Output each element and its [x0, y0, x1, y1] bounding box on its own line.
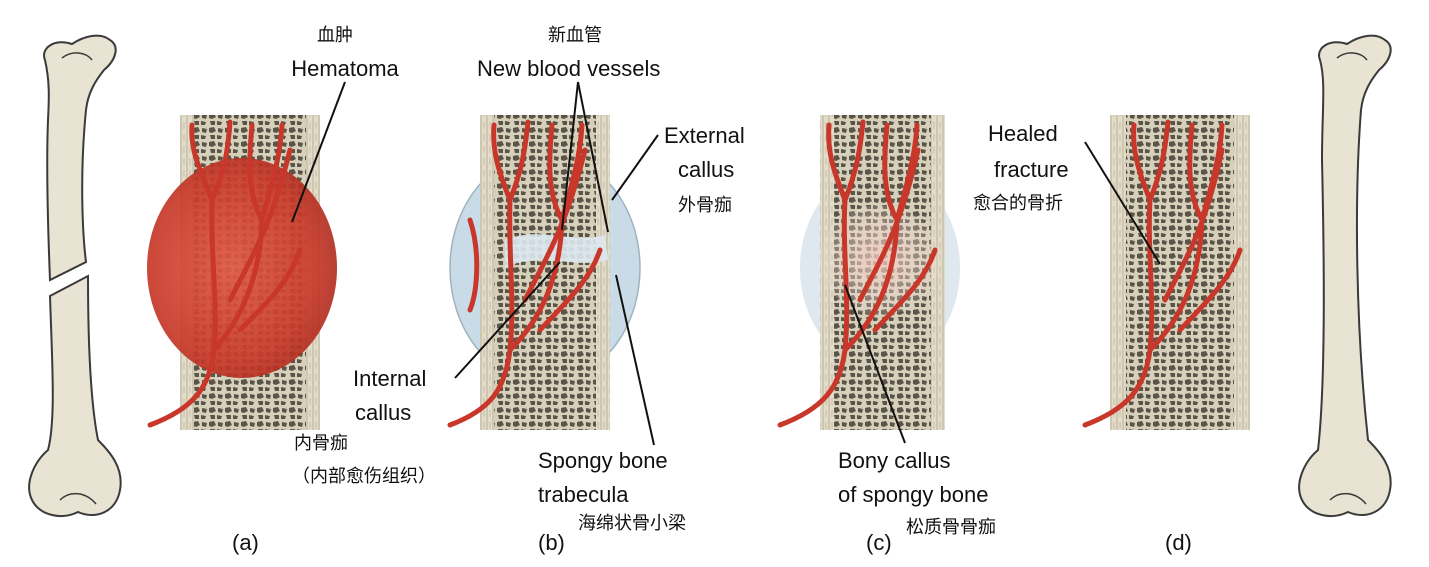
- panel-letter-b: (b): [538, 530, 565, 555]
- hematoma-blob: [147, 158, 337, 378]
- spongy-trabecula-label-2: trabecula: [538, 482, 629, 507]
- healed-fracture-label-1: Healed: [988, 121, 1058, 146]
- panel-d-segment: [1082, 115, 1250, 430]
- new-vessels-label-zh: 新血管: [548, 25, 602, 46]
- panel-letter-a: (a): [232, 530, 259, 555]
- panel-c-segment: [777, 115, 960, 430]
- leader-hematoma: [291, 81, 346, 223]
- hematoma-label-en: Hematoma: [291, 56, 399, 81]
- healed-fracture-label-zh: 愈合的骨折: [973, 193, 1063, 214]
- healed-fracture-label-2: fracture: [994, 157, 1069, 182]
- external-callus-label-2: callus: [678, 157, 735, 182]
- internal-callus-label-zh-1: 内骨痂: [294, 433, 348, 454]
- spongy-trabecula-label-1: Spongy bone: [538, 448, 668, 473]
- internal-callus-label-zh-2: （内部愈伤组织）: [292, 466, 436, 487]
- new-vessels-label-en: New blood vessels: [477, 56, 661, 81]
- bony-callus-label-2: of spongy bone: [838, 482, 989, 507]
- panel-letter-d: (d): [1165, 530, 1192, 555]
- leader-internal: [454, 261, 561, 379]
- leader-bony: [844, 284, 906, 444]
- leader-vessels-1: [561, 81, 579, 231]
- panel-a-segment: [147, 115, 337, 430]
- femur-fractured: [28, 34, 122, 517]
- femur-healed: [1298, 34, 1392, 517]
- leader-healed: [1084, 141, 1161, 265]
- vessels-a: [147, 119, 303, 428]
- leader-lines: [291, 81, 1161, 446]
- vessels-d: [1082, 119, 1243, 428]
- vessels-b: [447, 119, 603, 428]
- external-callus-label-1: External: [664, 123, 745, 148]
- internal-callus-label-2: callus: [355, 400, 412, 425]
- bony-callus-label-1: Bony callus: [838, 448, 951, 473]
- internal-callus-label-1: Internal: [353, 366, 427, 391]
- vessels-c: [777, 119, 938, 428]
- leader-spongy: [615, 274, 655, 446]
- panel-b-segment: [447, 115, 641, 430]
- external-callus-label-zh: 外骨痂: [678, 195, 732, 216]
- panel-letter-c: (c): [866, 530, 892, 555]
- bony-callus-label-zh: 松质骨骨痂: [906, 517, 996, 538]
- leader-external: [611, 134, 659, 201]
- spongy-trabecula-label-zh: 海绵状骨小梁: [578, 513, 686, 534]
- hematoma-label-zh: 血肿: [317, 25, 353, 46]
- leader-vessels-2: [577, 81, 609, 233]
